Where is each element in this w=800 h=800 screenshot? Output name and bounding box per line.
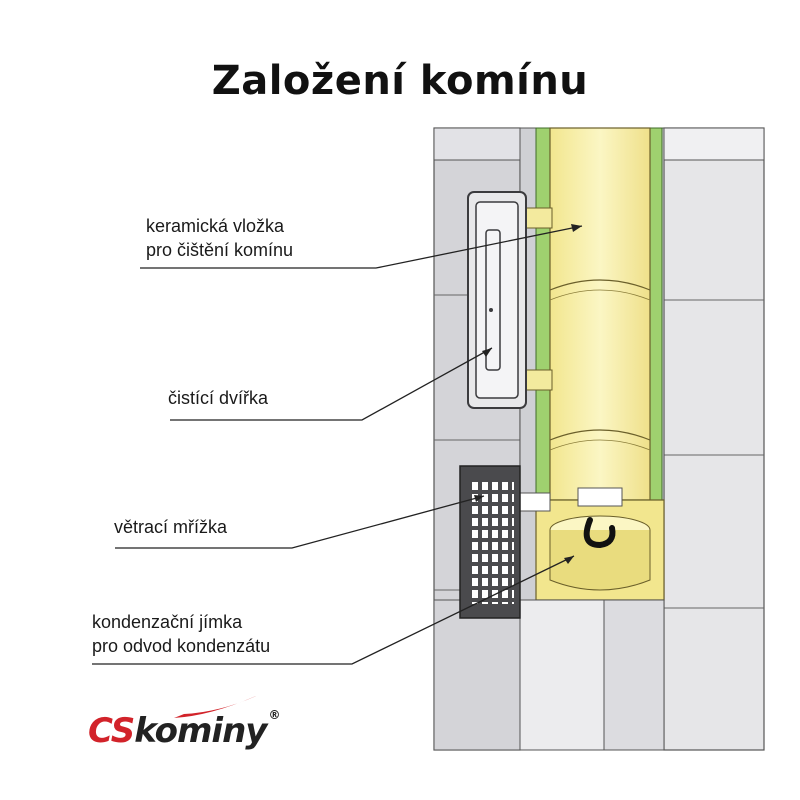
label-ceramic-liner-line1: keramická vložka [146, 216, 285, 236]
brand-logo: CSkominy® [88, 708, 280, 754]
foundation-blocks [433, 599, 665, 751]
leader-line-grille [115, 495, 485, 549]
right-block-column [663, 127, 765, 751]
logo-part-cs: CS [88, 711, 135, 751]
cleaning-door [467, 191, 527, 409]
ceramic-liner [549, 127, 651, 501]
label-cleaning-door: čistící dvířka [168, 388, 269, 408]
logo-part-kominy: kominy [134, 711, 267, 751]
label-condensate-sump-line1: kondenzační jímka [92, 612, 243, 632]
condensate-sump [519, 487, 665, 601]
page-title: Založení komínu [211, 58, 589, 104]
registered-mark: ® [268, 708, 281, 722]
label-condensate-sump: kondenzační jímka pro odvod kondenzátu [92, 610, 270, 658]
ventilation-grille [459, 465, 521, 619]
label-condensate-sump-line2: pro odvod kondenzátu [92, 636, 271, 656]
drain-pipe-icon [583, 517, 616, 549]
label-ventilation-grille: větrací mřížka [114, 517, 228, 537]
label-ceramic-liner-line2: pro čištění komínu [146, 240, 294, 260]
leader-line-door [170, 347, 493, 421]
leader-line-sump [92, 555, 575, 665]
leader-arrowheads [474, 224, 582, 564]
leader-line-liner [140, 225, 583, 269]
logo-swoosh-icon [174, 696, 256, 718]
label-ceramic-liner: keramická vložka pro čištění komínu [146, 214, 293, 262]
leader-lines [92, 225, 583, 665]
